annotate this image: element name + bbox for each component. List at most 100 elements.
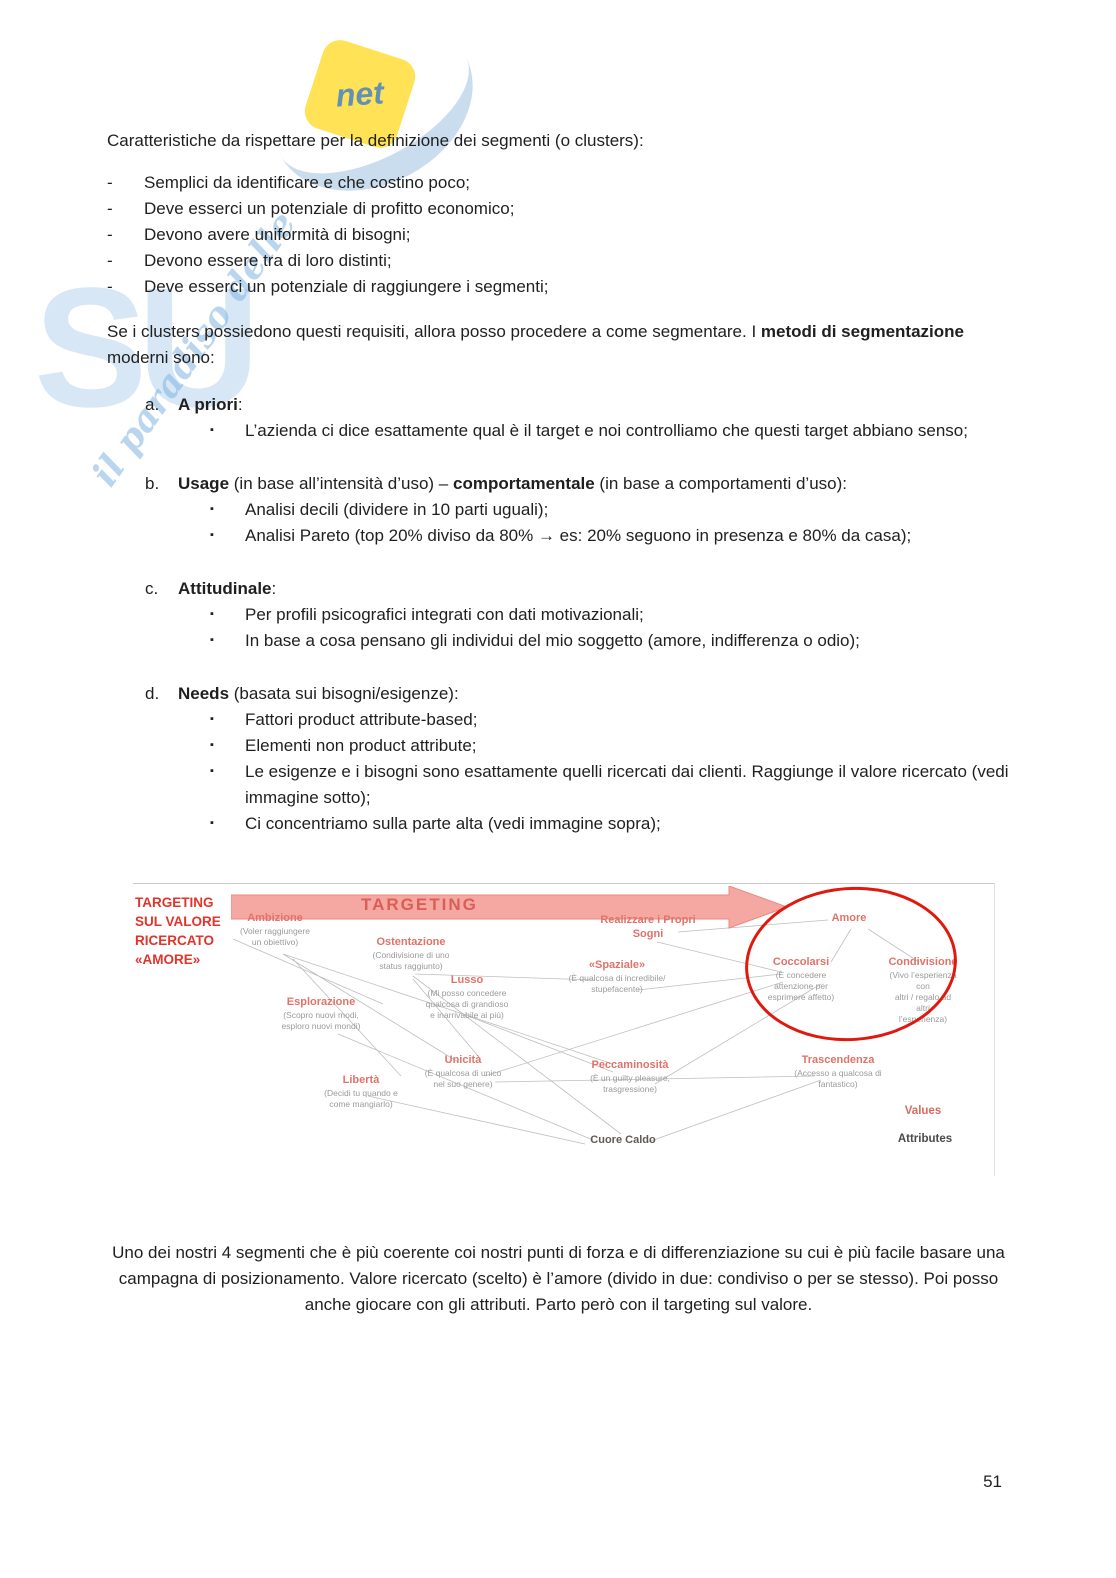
node-title: Libertà <box>342 1074 380 1086</box>
method-title: c. Attitudinale: <box>145 576 1010 602</box>
dash-bullet-icon <box>107 222 144 248</box>
method-title-rest: (in base a comportamenti d’uso): <box>594 474 847 493</box>
node-title: Peccaminosità <box>591 1059 669 1071</box>
intro-paragraph: Caratteristiche da rispettare per la def… <box>107 131 644 150</box>
list-item-text: L’azienda ci dice esattamente qual è il … <box>245 421 968 440</box>
node-subtitle: (Scopro nuovi modi, esploro nuovi mondi) <box>281 1009 361 1031</box>
list-item: Ci concentriamo sulla parte alta (vedi i… <box>210 811 1010 837</box>
method-title: d. Needs (basata sui bisogni/esigenze): <box>145 681 1010 707</box>
list-item: Fattori product attribute-based; <box>210 707 1010 733</box>
node-subtitle: (Voler raggiungere un obiettivo) <box>240 925 310 947</box>
list-item-text: Deve esserci un potenziale di profitto e… <box>144 199 515 218</box>
node-title: Esplorazione <box>286 996 356 1008</box>
list-item-text: Devono avere uniformità di bisogni; <box>144 225 411 244</box>
page-number: 51 <box>983 1472 1002 1491</box>
list-item: Devono avere uniformità di bisogni; <box>107 222 1010 248</box>
list-item-text: Per profili psicografici integrati con d… <box>245 605 644 624</box>
diagram-label-values: Values <box>905 1104 941 1118</box>
list-item: Deve esserci un potenziale di raggiunger… <box>107 274 1010 300</box>
node-subtitle: (È un guilty pleasure, trasgressione) <box>590 1072 670 1094</box>
diagram-node-liberta: Libertà (Decidi tu quando e come mangiar… <box>324 1074 398 1110</box>
segmentation-paragraph: Se i clusters possiedono questi requisit… <box>107 319 1010 371</box>
node-title: Condivisione <box>888 956 958 968</box>
node-subtitle: (È qualcosa di unico nel suo genere) <box>424 1067 502 1089</box>
method-usage: b. Usage (in base all’intensità d’uso) –… <box>145 471 1010 549</box>
node-subtitle: (Accesso a qualcosa di fantastico) <box>794 1067 882 1089</box>
list-item: Deve esserci un potenziale di profitto e… <box>107 196 1010 222</box>
method-title-text: A priori: <box>178 392 243 418</box>
square-bullet-icon <box>210 628 245 654</box>
square-bullet-icon <box>210 811 245 837</box>
paragraph-text: moderni sono: <box>107 348 215 367</box>
method-title-rest: : <box>237 395 243 414</box>
method-letter: b. <box>145 474 160 493</box>
method-a-priori: a. A priori: L’azienda ci dice esattamen… <box>145 392 1010 444</box>
diagram-node-unicita: Unicità (È qualcosa di unico nel suo gen… <box>425 1054 502 1090</box>
square-bullet-icon <box>210 418 245 444</box>
list-item-text: Elementi non product attribute; <box>245 736 477 755</box>
method-title: a. A priori: <box>145 392 1010 418</box>
list-item-text: Analisi decili (dividere in 10 parti ugu… <box>245 500 549 519</box>
square-bullet-icon <box>210 602 245 628</box>
list-item-text: Devono essere tra di loro distinti; <box>144 251 392 270</box>
diagram-node-esplorazione: Esplorazione (Scopro nuovi modi, esploro… <box>282 996 361 1032</box>
node-title: Attributes <box>897 1133 953 1145</box>
method-letter: c. <box>145 579 159 598</box>
node-subtitle: (Mi posso concedere qualcosa di grandios… <box>425 987 509 1020</box>
list-item-text: Analisi Pareto (top 20% diviso da 80% → … <box>245 526 912 545</box>
list-item: In base a cosa pensano gli individui del… <box>210 628 1010 654</box>
targeting-arrow <box>231 886 789 929</box>
closing-paragraph: Uno dei nostri 4 segmenti che è più coer… <box>112 1243 1005 1314</box>
method-title-rest: (basata sui bisogni/esigenze): <box>229 684 459 703</box>
square-bullet-icon <box>210 707 245 733</box>
diagram-node-spaziale: «Spaziale» (È qualcosa di incredibile/ s… <box>569 959 666 995</box>
paragraph-bold-text: metodi di segmentazione <box>760 322 964 341</box>
method-title: b. Usage (in base all’intensità d’uso) –… <box>145 471 1010 497</box>
list-item: Semplici da identificare e che costino p… <box>107 170 1010 196</box>
list-item: Elementi non product attribute; <box>210 733 1010 759</box>
diagram-label-attributes: Attributes <box>898 1132 952 1146</box>
diagram-node-lusso: Lusso (Mi posso concedere qualcosa di gr… <box>426 974 509 1021</box>
list-item-text: Deve esserci un potenziale di raggiunger… <box>144 277 549 296</box>
requirements-list: Semplici da identificare e che costino p… <box>107 170 1010 300</box>
square-bullet-icon <box>210 759 245 811</box>
list-item: Analisi decili (dividere in 10 parti ugu… <box>210 497 1010 523</box>
node-subtitle: (È qualcosa di incredibile/ stupefacente… <box>568 972 666 994</box>
method-needs: d. Needs (basata sui bisogni/esigenze): … <box>145 681 1010 837</box>
method-title-bold: Needs <box>178 684 230 703</box>
list-item-text: Fattori product attribute-based; <box>245 710 478 729</box>
node-subtitle: (Condivisione di uno status raggiunto) <box>372 949 450 971</box>
diagram-node-amore: Amore <box>832 912 867 926</box>
diagram-node-peccaminosita: Peccaminosità (È un guilty pleasure, tra… <box>590 1059 670 1095</box>
diagram-node-coccolarsi: Coccolarsi (È concedere attenzione per e… <box>768 956 834 1003</box>
square-bullet-icon <box>210 523 245 549</box>
method-attitudinale: c. Attitudinale: Per profili psicografic… <box>145 576 1010 654</box>
square-bullet-icon <box>210 497 245 523</box>
node-title: Values <box>904 1105 942 1117</box>
dash-bullet-icon <box>107 248 144 274</box>
square-bullet-icon <box>210 733 245 759</box>
node-title: Amore <box>831 912 867 924</box>
paragraph-text: Se i clusters possiedono questi requisit… <box>107 322 761 341</box>
list-item-text: Ci concentriamo sulla parte alta (vedi i… <box>245 814 661 833</box>
diagram-node-ostentazione: Ostentazione (Condivisione di uno status… <box>372 936 449 972</box>
list-item: Le esigenze e i bisogni sono esattamente… <box>210 759 1010 811</box>
node-title: Unicità <box>444 1054 482 1066</box>
targeting-arrow-label: TARGETING <box>361 895 478 914</box>
diagram-node-trascendenza: Trascendenza (Accesso a qualcosa di fant… <box>794 1054 881 1090</box>
list-item-text: Semplici da identificare e che costino p… <box>144 173 471 192</box>
node-title: Ostentazione <box>376 936 446 948</box>
node-subtitle: (Vivo l’esperienza con altri / regalo ad… <box>889 969 957 1024</box>
method-title-bold2: comportamentale <box>453 474 595 493</box>
method-title-bold: Usage <box>178 474 230 493</box>
document-content: Caratteristiche da rispettare per la def… <box>0 0 1116 1318</box>
node-title: «Spaziale» <box>588 959 646 971</box>
diagram-node-ambizione: Ambizione (Voler raggiungere un obiettiv… <box>240 912 310 948</box>
dash-bullet-icon <box>107 274 144 300</box>
method-title-rest: : <box>271 579 277 598</box>
method-title-bold: Attitudinale <box>178 579 272 598</box>
method-title-bold: A priori <box>178 395 238 414</box>
node-title: Lusso <box>450 974 484 986</box>
method-title-text: Usage (in base all’intensità d’uso) – co… <box>178 471 847 497</box>
